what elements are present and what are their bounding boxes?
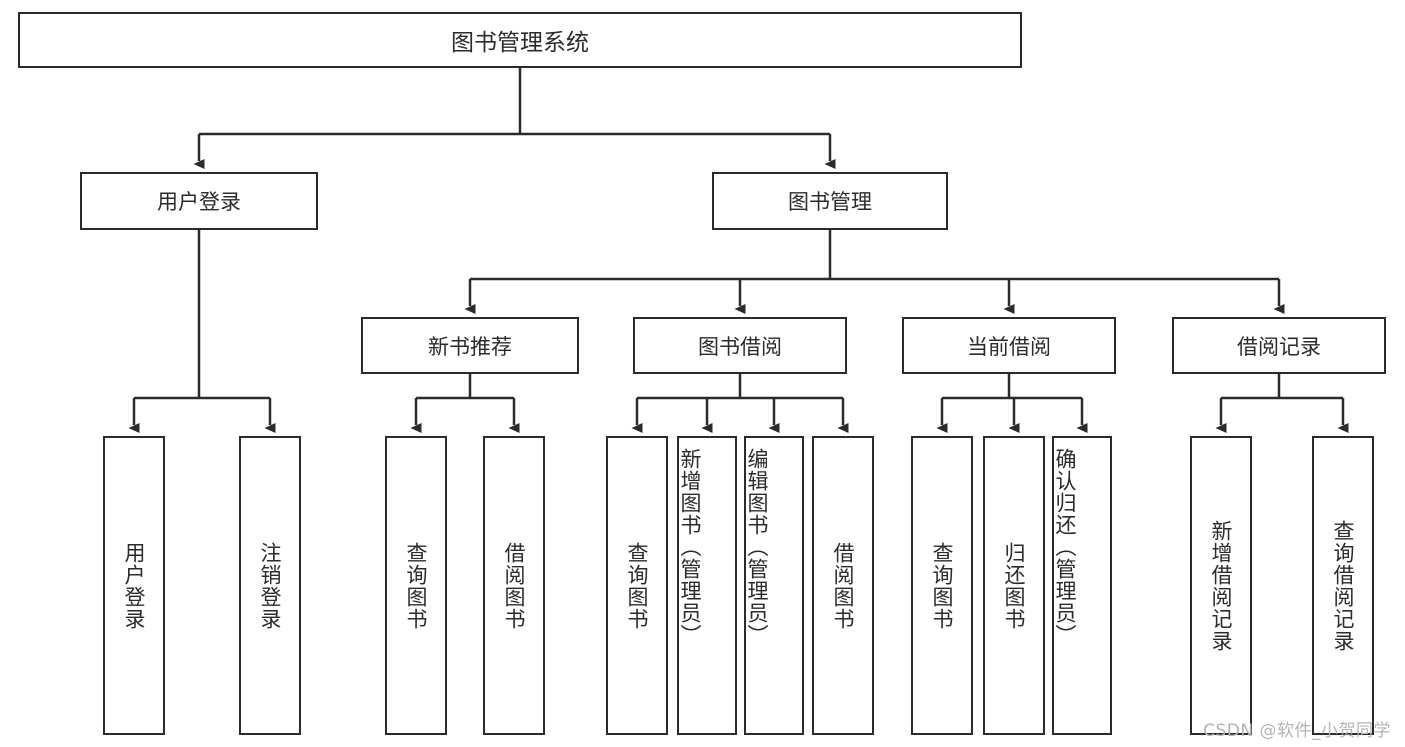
node-用户登录: 用户登录 [80,172,318,230]
node-label: 新增图书（管理员） [678,448,703,646]
node-label: 查询图书 [625,541,650,630]
node-确认归还管理员: 确认归还（管理员） [1052,436,1112,735]
node-借阅图书: 借阅图书 [812,436,874,735]
node-借阅记录: 借阅记录 [1172,317,1386,374]
node-label: 图书管理 [788,190,872,214]
node-label: 图书管理系统 [451,30,589,56]
node-label: 借阅记录 [1237,334,1321,359]
node-图书管理: 图书管理 [712,172,948,230]
node-label: 新书推荐 [428,334,512,359]
node-label: 借阅图书 [502,541,527,630]
node-图书管理系统: 图书管理系统 [18,12,1022,68]
node-借阅图书: 借阅图书 [483,436,545,735]
node-用户登录: 用户登录 [103,436,165,735]
node-新增图书管理员: 新增图书（管理员） [677,436,737,735]
node-新增借阅记录: 新增借阅记录 [1190,436,1252,735]
node-注销登录: 注销登录 [239,436,301,735]
node-新书推荐: 新书推荐 [361,317,579,374]
csdn-watermark: CSDN @软件_小贺同学 [1203,721,1391,741]
node-label: 归还图书 [1002,541,1027,630]
node-图书借阅: 图书借阅 [633,317,847,374]
node-label: 查询借阅记录 [1331,519,1356,652]
node-编辑图书管理员: 编辑图书（管理员） [744,436,804,735]
node-label: 查询图书 [930,541,955,630]
node-查询图书: 查询图书 [385,436,447,735]
node-归还图书: 归还图书 [983,436,1045,735]
node-查询图书: 查询图书 [606,436,668,735]
node-label: 用户登录 [157,190,241,214]
node-label: 新增借阅记录 [1209,519,1234,652]
node-label: 编辑图书（管理员） [745,448,770,646]
node-label: 查询图书 [404,541,429,630]
node-查询图书: 查询图书 [911,436,973,735]
node-label: 确认归还（管理员） [1053,448,1078,646]
node-label: 用户登录 [122,541,147,630]
node-label: 当前借阅 [967,334,1051,359]
node-label: 图书借阅 [698,334,782,359]
node-查询借阅记录: 查询借阅记录 [1312,436,1374,735]
node-label: 注销登录 [258,541,283,630]
node-当前借阅: 当前借阅 [902,317,1116,374]
node-label: 借阅图书 [831,541,856,630]
